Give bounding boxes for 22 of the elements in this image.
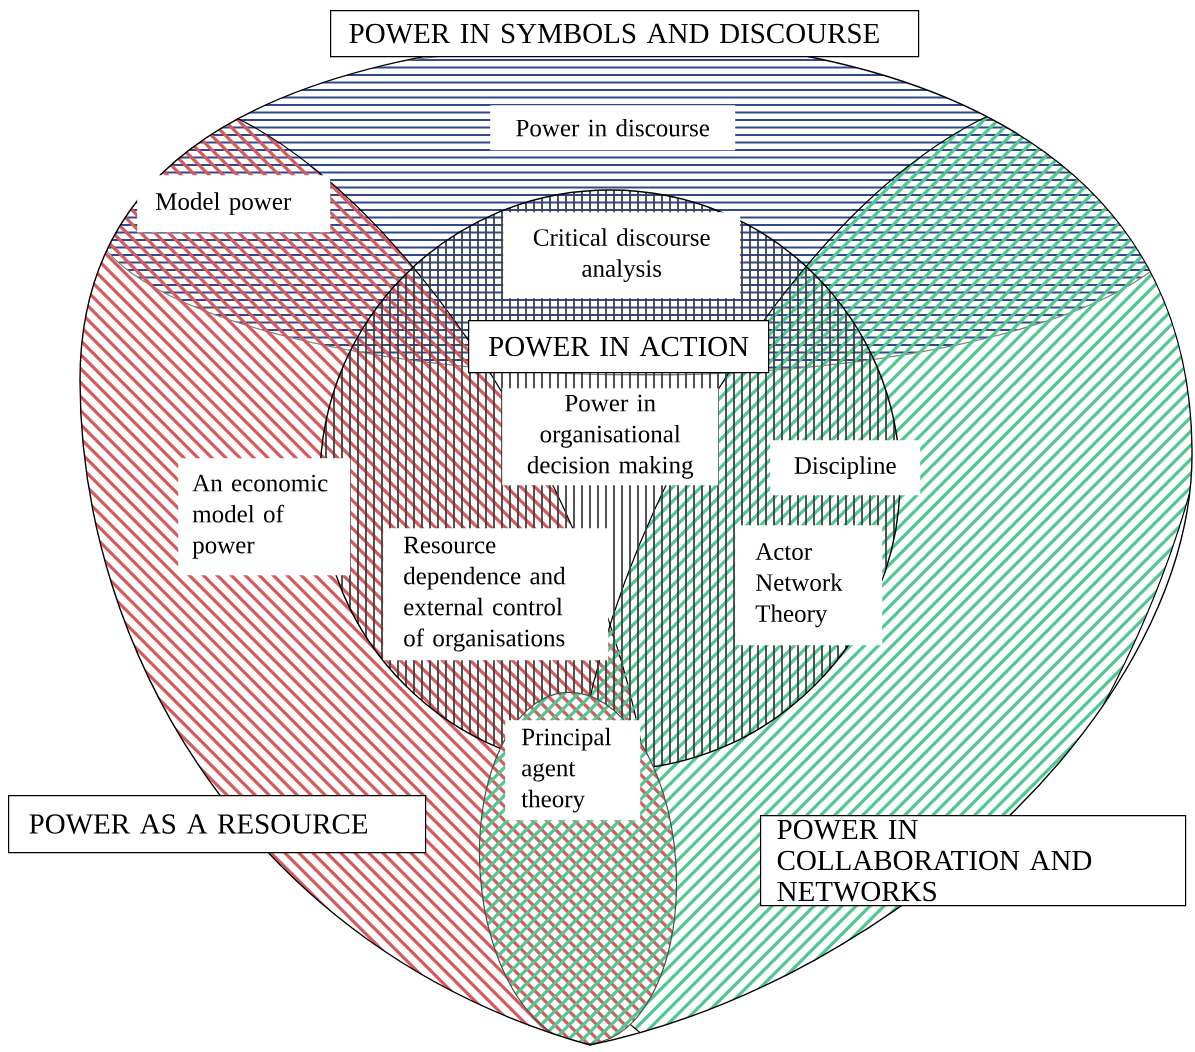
category-box: POWER IN SYMBOLS AND DISCOURSE — [330, 10, 920, 58]
category-box: POWER AS A RESOURCE — [8, 795, 427, 854]
category-box: POWER IN ACTION — [468, 320, 770, 374]
concept-box: Power in discourse — [490, 105, 736, 151]
node-label: Model power — [155, 192, 292, 216]
concept-box: An economic model of power — [178, 458, 351, 576]
concept-box: Actor Network Theory — [735, 525, 883, 646]
concept-box: Resource dependence and external control of organisations — [383, 528, 609, 661]
node-label: Critical discourse analysis — [533, 228, 710, 283]
concept-box: Model power — [137, 175, 331, 233]
node-label: Principal agent theory — [521, 727, 611, 813]
concept-box: Critical discourse analysis — [503, 212, 741, 299]
concept-box: Discipline — [770, 440, 921, 496]
concept-box: Principal agent theory — [505, 720, 641, 821]
node-label: Actor Network Theory — [755, 543, 843, 628]
node-label: Power in discourse — [516, 118, 710, 137]
node-label: Resource dependence and external control of organisations — [403, 536, 566, 652]
node-label: Discipline — [794, 456, 896, 480]
concept-box: Power in organisational decision making — [502, 388, 719, 486]
node-label: An economic model of power — [192, 474, 328, 559]
category-box: POWER IN COLLABORATION AND NETWORKS — [760, 815, 1187, 907]
node-label: Power in organisational decision making — [527, 394, 694, 479]
